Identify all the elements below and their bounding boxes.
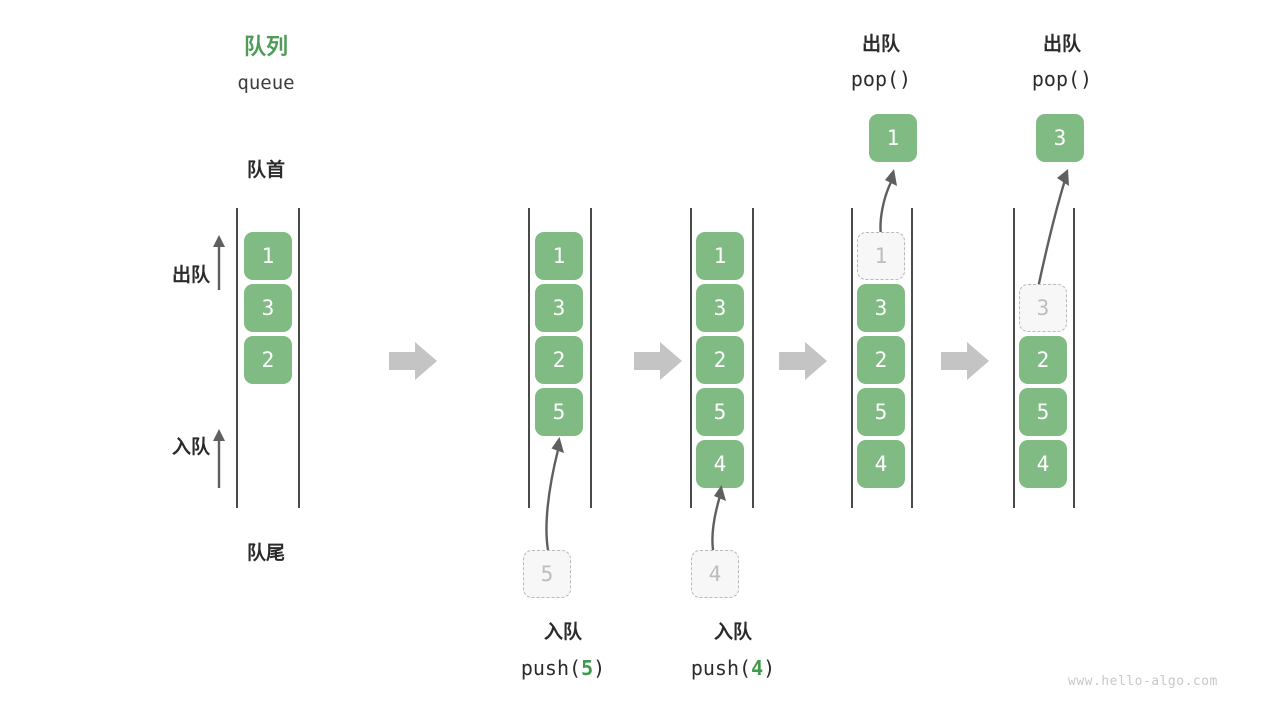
rail-left-step-initial <box>236 208 238 508</box>
cell-step-pop-3-4: 4 <box>1019 440 1067 488</box>
pop-arrow-icon-1 <box>879 169 897 237</box>
push-arrow-icon-5 <box>545 437 564 551</box>
front-label: 队首 <box>246 160 285 181</box>
rail-right-step-initial <box>298 208 300 508</box>
cell-step-push-4-4: 4 <box>696 440 744 488</box>
rear-label: 队尾 <box>246 543 285 564</box>
caption-cn-step-push-5: 入队 <box>543 622 582 643</box>
rail-right-step-pop-3 <box>1073 208 1075 508</box>
cell-step-push-5-3: 5 <box>535 388 583 436</box>
caption-code-suffix-5: ) <box>593 656 606 680</box>
header-code-step-pop-1: pop() <box>850 67 912 91</box>
header-code-step-pop-3: pop() <box>1031 67 1093 91</box>
flow-arrow-icon-4 <box>941 342 989 380</box>
caption-code-arg-4: 4 <box>751 656 764 680</box>
legend-enqueue-arrow-icon <box>213 429 225 488</box>
rail-left-step-push-5 <box>528 208 530 508</box>
outgoing-cell-step-pop-3: 3 <box>1036 114 1084 162</box>
caption-code-arg-5: 5 <box>581 656 594 680</box>
header-cn-step-pop-3: 出队 <box>1042 34 1081 55</box>
cell-step-push-5-2: 2 <box>535 336 583 384</box>
watermark: www.hello-algo.com <box>1068 674 1218 689</box>
rail-right-step-push-5 <box>590 208 592 508</box>
cell-step-pop-1-0: 1 <box>857 232 905 280</box>
cell-step-push-5-0: 1 <box>535 232 583 280</box>
cell-step-pop-1-1: 3 <box>857 284 905 332</box>
caption-code-prefix-5: push( <box>520 656 582 680</box>
rail-left-step-pop-1 <box>851 208 853 508</box>
cell-step-push-4-0: 1 <box>696 232 744 280</box>
cell-step-push-5-1: 3 <box>535 284 583 332</box>
cell-step-pop-3-2: 2 <box>1019 336 1067 384</box>
cell-step-initial-0: 1 <box>244 232 292 280</box>
cell-step-push-4-2: 2 <box>696 336 744 384</box>
caption-code-prefix-4: push( <box>690 656 752 680</box>
rail-left-step-push-4 <box>690 208 692 508</box>
outgoing-cell-step-pop-1: 1 <box>869 114 917 162</box>
flow-arrow-icon-1 <box>389 342 437 380</box>
cell-step-initial-2: 2 <box>244 336 292 384</box>
legend-dequeue-arrow-icon <box>213 235 225 290</box>
rail-right-step-pop-1 <box>911 208 913 508</box>
flow-arrow-icon-2 <box>634 342 682 380</box>
cell-step-push-4-3: 5 <box>696 388 744 436</box>
caption-code-step-push-5: push(5) <box>498 655 628 681</box>
cell-step-pop-3-3: 5 <box>1019 388 1067 436</box>
push-arrow-icon-4 <box>711 485 726 551</box>
caption-cn-step-push-4: 入队 <box>713 622 752 643</box>
rail-left-step-pop-3 <box>1013 208 1015 508</box>
rail-right-step-push-4 <box>752 208 754 508</box>
incoming-cell-step-push-5: 5 <box>523 550 571 598</box>
legend-dequeue-label: 出队 <box>171 265 210 286</box>
pop-arrow-icon-3 <box>1036 169 1069 289</box>
cell-step-pop-1-3: 5 <box>857 388 905 436</box>
header-cn-step-pop-1: 出队 <box>861 34 900 55</box>
incoming-cell-step-push-4: 4 <box>691 550 739 598</box>
cell-step-pop-1-2: 2 <box>857 336 905 384</box>
caption-code-step-push-4: push(4) <box>668 655 798 681</box>
flow-arrow-icon-3 <box>779 342 827 380</box>
queue-title-en: queue <box>237 72 295 94</box>
cell-step-pop-3-1: 3 <box>1019 284 1067 332</box>
caption-code-suffix-4: ) <box>763 656 776 680</box>
legend-enqueue-label: 入队 <box>171 437 210 458</box>
cell-step-pop-1-4: 4 <box>857 440 905 488</box>
cell-step-push-4-1: 3 <box>696 284 744 332</box>
queue-title-cn: 队列 <box>243 34 288 59</box>
cell-step-initial-1: 3 <box>244 284 292 332</box>
